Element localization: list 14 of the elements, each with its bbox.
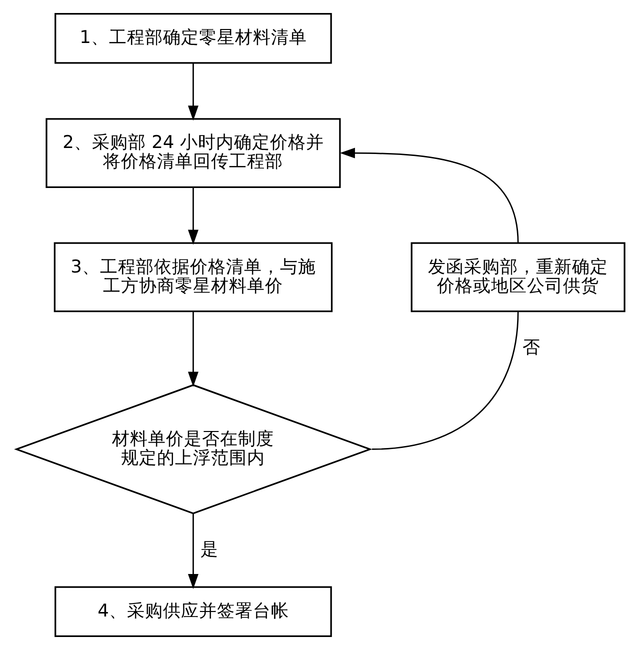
node-box: 发函采购部，重新确定价格或地区公司供货: [410, 242, 625, 312]
node-box: 4、采购供应并签署台帐: [54, 586, 332, 638]
arrow: [187, 312, 198, 387]
arrow: [187, 63, 198, 121]
node-diamond: 材料单价是否在制度规定的上浮范围内: [14, 384, 372, 514]
arrow: [187, 514, 198, 590]
node-box: 3、工程部依据价格清单，与施工方协商零星材料单价: [53, 242, 332, 312]
connector: [372, 311, 518, 450]
edge-label: 是: [200, 540, 218, 560]
arrow: [187, 188, 198, 245]
node-box: 2、采购部 24 小时内确定价格并将价格清单回传工程部: [45, 118, 340, 188]
edge-label: 否: [522, 338, 540, 358]
arrow: [339, 148, 518, 244]
node-box: 1、工程部确定零星材料清单: [54, 12, 332, 64]
